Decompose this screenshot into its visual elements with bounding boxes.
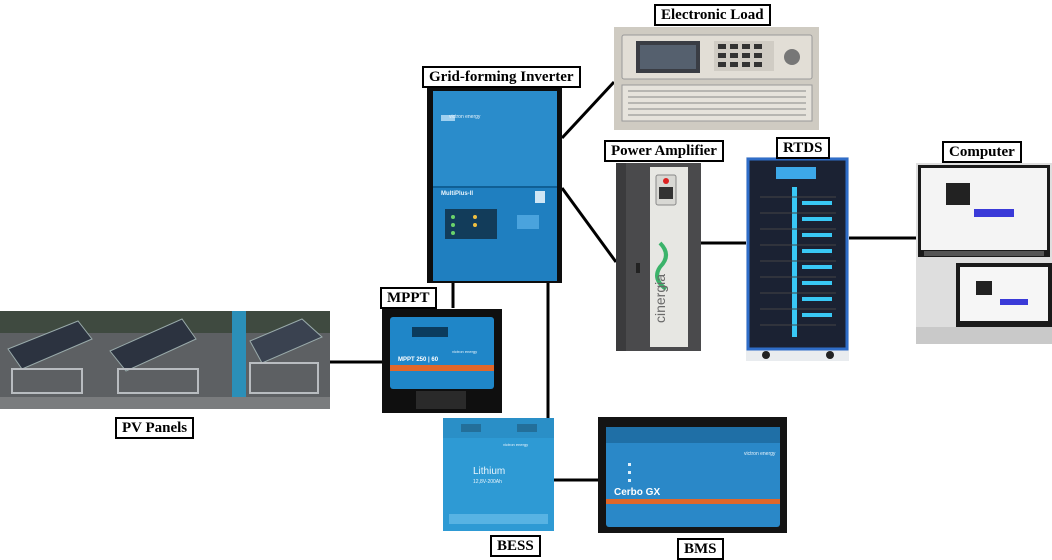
power-amplifier-photo: cinergia — [616, 163, 701, 351]
pv-panels-photo — [0, 311, 330, 409]
computer-label: Computer — [942, 141, 1022, 163]
rtds-photo — [746, 157, 849, 361]
rtds-label: RTDS — [776, 137, 830, 159]
inverter-photo: victron energy MultiPlus-II — [427, 87, 562, 283]
power-amplifier-label: Power Amplifier — [604, 140, 724, 162]
bess-photo: victron energy Lithium 12,8V-200Ah — [443, 418, 554, 531]
mppt-brand-text: victron energy — [452, 349, 478, 354]
bms-brand-text: victron energy — [744, 451, 776, 457]
pv-panels-label: PV Panels — [115, 417, 195, 439]
bess-label: BESS — [490, 535, 541, 557]
bms-label: BMS — [677, 538, 724, 560]
mppt-label: MPPT — [380, 287, 437, 309]
electronic-load-photo — [614, 27, 819, 130]
mppt-photo: victron energy MPPT 250 | 60 — [382, 309, 502, 413]
computer-photo — [916, 163, 1052, 344]
line-inverter-amplifier — [560, 187, 618, 263]
inverter-label: Grid-forming Inverter — [422, 66, 581, 88]
bms-model-text: Cerbo GX — [614, 487, 661, 498]
battery-type-text: Lithium — [473, 466, 506, 477]
inverter-brand-text: victron energy — [449, 114, 481, 120]
inverter-model-text: MultiPlus-II — [441, 191, 473, 197]
battery-brand-text: victron energy — [503, 442, 529, 447]
electronic-load-label: Electronic Load — [654, 4, 771, 26]
amplifier-brand-text: cinergia — [652, 273, 668, 323]
bms-photo: victron energy Cerbo GX — [598, 417, 787, 533]
line-inverter-load — [560, 80, 616, 140]
mppt-model-text: MPPT 250 | 60 — [398, 357, 439, 363]
battery-spec-text: 12,8V-200Ah — [473, 479, 502, 485]
